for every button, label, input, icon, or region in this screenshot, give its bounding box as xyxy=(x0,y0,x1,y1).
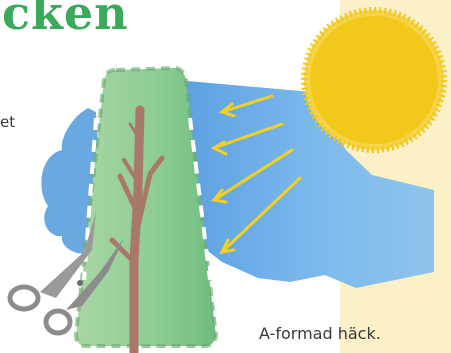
body-text-fragment: et xyxy=(0,113,16,131)
light-arrow-icon xyxy=(210,94,302,254)
sun-icon xyxy=(301,7,447,153)
page-title: cken xyxy=(2,0,129,40)
scissors-icon xyxy=(7,212,124,336)
tree-trunk-icon xyxy=(109,105,165,353)
image-caption: A-formad häck. xyxy=(259,324,381,343)
